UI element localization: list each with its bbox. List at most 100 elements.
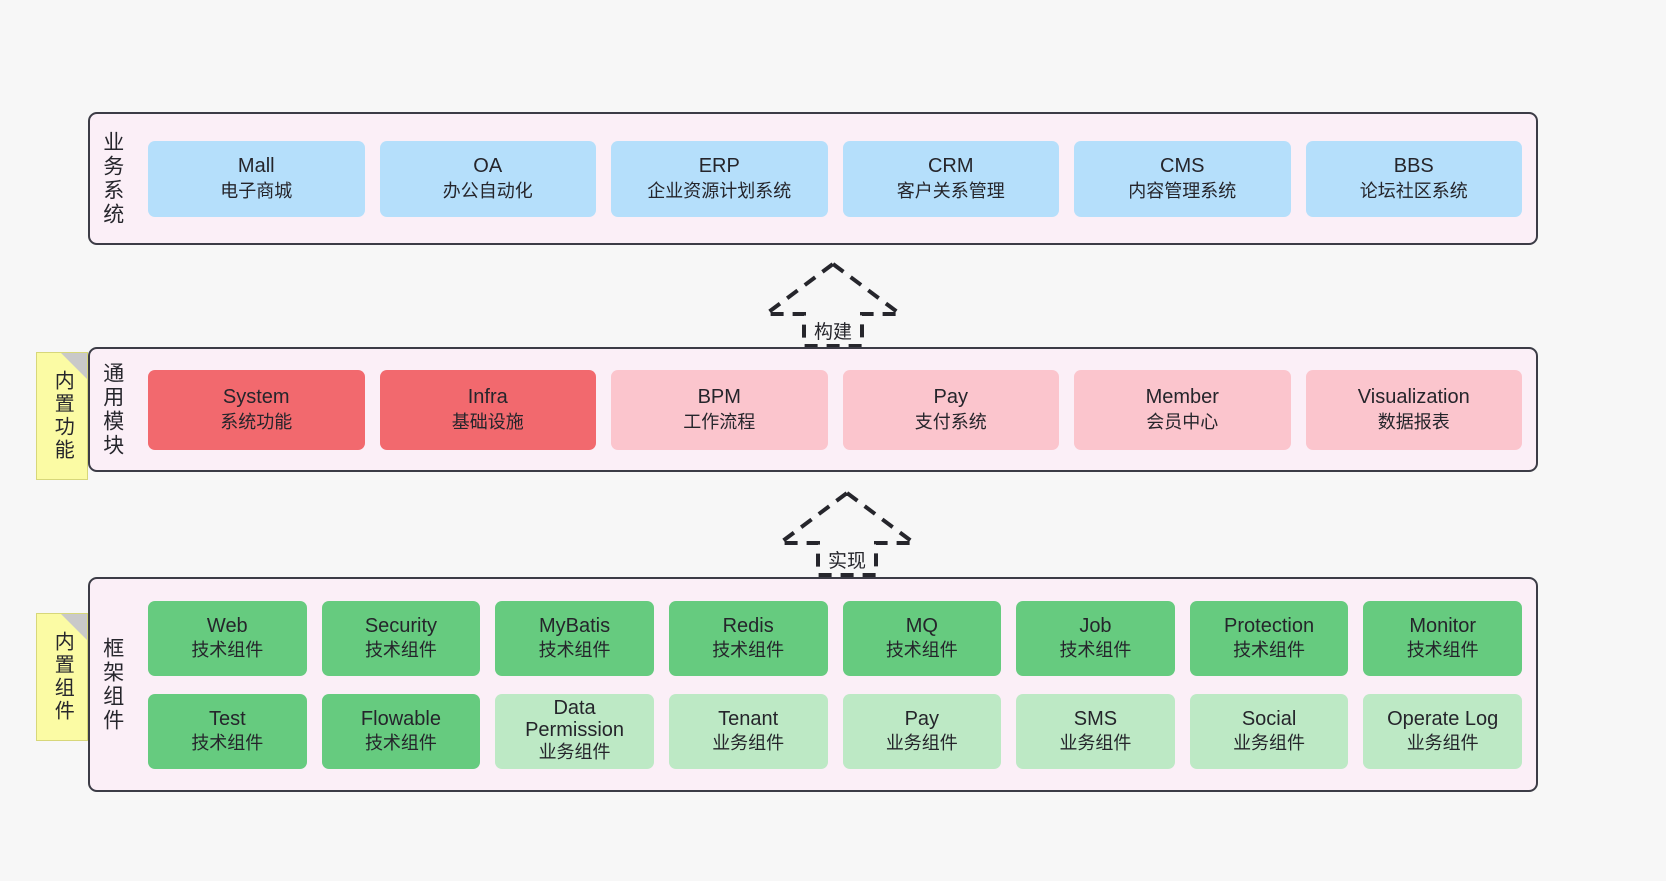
business-card-bbs-desc: 论坛社区系统 <box>1359 180 1468 201</box>
component-card-social[interactable]: Social 业务组件 <box>1189 693 1349 769</box>
framework-row-2: Test 技术组件 Flowable 技术组件 Data Permission … <box>148 693 1522 769</box>
component-card-security-name: Security <box>364 614 438 637</box>
business-card-erp-name: ERP <box>698 155 740 178</box>
component-card-web-desc: 技术组件 <box>191 640 264 661</box>
component-card-protection-desc: 技术组件 <box>1233 640 1306 661</box>
component-card-security-desc: 技术组件 <box>364 640 437 661</box>
business-card-cms-name: CMS <box>1160 155 1205 178</box>
component-card-tenant-desc: 业务组件 <box>712 733 785 754</box>
layer-business-system: 业务系统 Mall 电子商城 OA 办公自动化 ERP 企业资源计划系统 CRM… <box>88 112 1538 245</box>
note-builtin-function-label: 内置功能 <box>51 370 74 462</box>
module-card-bpm-desc: 工作流程 <box>683 411 756 432</box>
component-card-pay[interactable]: Pay 业务组件 <box>842 693 1002 769</box>
component-card-operate-log[interactable]: Operate Log 业务组件 <box>1363 693 1522 769</box>
business-card-bbs[interactable]: BBS 论坛社区系统 <box>1305 140 1522 217</box>
arrow-build-shape <box>759 261 907 348</box>
component-card-web-name: Web <box>206 614 248 637</box>
business-card-crm-desc: 客户关系管理 <box>896 180 1005 201</box>
component-card-redis-name: Redis <box>722 614 774 637</box>
component-card-sms-name: SMS <box>1073 707 1118 730</box>
component-card-pay-name: Pay <box>904 707 940 730</box>
business-card-oa-desc: 办公自动化 <box>442 180 533 201</box>
layer-business-system-body: Mall 电子商城 OA 办公自动化 ERP 企业资源计划系统 CRM 客户关系… <box>134 114 1536 243</box>
component-card-mq-name: MQ <box>905 614 938 637</box>
component-card-job-desc: 技术组件 <box>1059 640 1132 661</box>
module-card-bpm[interactable]: BPM 工作流程 <box>611 369 828 450</box>
component-card-monitor-name: Monitor <box>1409 614 1477 637</box>
component-card-pay-desc: 业务组件 <box>885 733 958 754</box>
arrow-implement-label: 实现 <box>827 551 866 572</box>
module-card-infra-name: Infra <box>467 386 508 409</box>
component-card-flowable-name: Flowable <box>360 707 441 730</box>
component-card-flowable[interactable]: Flowable 技术组件 <box>321 693 481 769</box>
layer-framework-component: 框架组件 Web 技术组件 Security 技术组件 MyBatis 技术组件… <box>88 577 1538 792</box>
business-card-crm-name: CRM <box>927 155 974 178</box>
business-card-cms[interactable]: CMS 内容管理系统 <box>1074 140 1291 217</box>
module-card-system-desc: 系统功能 <box>220 411 293 432</box>
module-card-pay[interactable]: Pay 支付系统 <box>842 369 1059 450</box>
module-card-visualization-name: Visualization <box>1357 386 1470 409</box>
component-card-test[interactable]: Test 技术组件 <box>148 693 307 769</box>
component-card-redis[interactable]: Redis 技术组件 <box>668 600 828 676</box>
component-card-data-permission-name: Data Permission <box>525 697 625 742</box>
component-card-data-permission[interactable]: Data Permission 业务组件 <box>495 693 654 769</box>
component-card-social-desc: 业务组件 <box>1233 733 1306 754</box>
business-card-erp-desc: 企业资源计划系统 <box>647 180 792 201</box>
module-card-system[interactable]: System 系统功能 <box>148 369 365 450</box>
arrow-implement-shape <box>773 490 921 577</box>
module-card-bpm-name: BPM <box>697 386 741 409</box>
business-card-oa[interactable]: OA 办公自动化 <box>379 140 596 217</box>
component-card-operate-log-desc: 业务组件 <box>1406 733 1479 754</box>
component-card-flowable-desc: 技术组件 <box>364 733 437 754</box>
component-card-job-name: Job <box>1079 614 1112 637</box>
common-module-row: System 系统功能 Infra 基础设施 BPM 工作流程 Pay 支付系统… <box>148 369 1522 450</box>
note-fold-icon <box>61 353 87 379</box>
component-card-mybatis[interactable]: MyBatis 技术组件 <box>495 600 654 676</box>
component-card-protection-name: Protection <box>1224 614 1315 637</box>
component-card-security[interactable]: Security 技术组件 <box>321 600 481 676</box>
business-card-cms-desc: 内容管理系统 <box>1128 180 1237 201</box>
component-card-data-permission-desc: 业务组件 <box>538 742 611 763</box>
business-card-bbs-name: BBS <box>1393 155 1434 178</box>
layer-common-module-title: 通用模块 <box>100 361 124 458</box>
module-card-member[interactable]: Member 会员中心 <box>1074 369 1291 450</box>
business-card-mall-name: Mall <box>237 155 275 178</box>
component-card-operate-log-name: Operate Log <box>1387 707 1499 730</box>
component-card-mq[interactable]: MQ 技术组件 <box>842 600 1002 676</box>
business-system-row: Mall 电子商城 OA 办公自动化 ERP 企业资源计划系统 CRM 客户关系… <box>148 140 1522 217</box>
business-card-mall[interactable]: Mall 电子商城 <box>148 140 365 217</box>
component-card-sms-desc: 业务组件 <box>1059 733 1132 754</box>
module-card-system-name: System <box>222 386 290 409</box>
module-card-pay-name: Pay <box>933 386 968 409</box>
component-card-tenant[interactable]: Tenant 业务组件 <box>668 693 828 769</box>
note-builtin-component-label: 内置组件 <box>51 631 74 723</box>
module-card-visualization[interactable]: Visualization 数据报表 <box>1305 369 1522 450</box>
module-card-infra-desc: 基础设施 <box>451 411 524 432</box>
business-card-oa-name: OA <box>473 155 503 178</box>
note-builtin-function: 内置功能 <box>36 352 88 480</box>
component-card-redis-desc: 技术组件 <box>712 640 785 661</box>
business-card-mall-desc: 电子商城 <box>220 180 293 201</box>
component-card-sms[interactable]: SMS 业务组件 <box>1016 693 1175 769</box>
arrow-implement: 实现 <box>772 487 922 579</box>
note-builtin-component: 内置组件 <box>36 613 88 741</box>
component-card-job[interactable]: Job 技术组件 <box>1016 600 1175 676</box>
component-card-tenant-name: Tenant <box>718 707 779 730</box>
arrow-build-label: 构建 <box>813 322 852 343</box>
module-card-infra[interactable]: Infra 基础设施 <box>379 369 596 450</box>
layer-framework-component-title: 框架组件 <box>100 636 124 733</box>
module-card-pay-desc: 支付系统 <box>914 411 987 432</box>
component-card-web[interactable]: Web 技术组件 <box>148 600 307 676</box>
business-card-crm[interactable]: CRM 客户关系管理 <box>842 140 1059 217</box>
business-card-erp[interactable]: ERP 企业资源计划系统 <box>611 140 828 217</box>
component-card-test-name: Test <box>208 707 246 730</box>
layer-framework-component-body: Web 技术组件 Security 技术组件 MyBatis 技术组件 Redi… <box>134 579 1536 790</box>
layer-business-system-title: 业务系统 <box>100 130 124 227</box>
component-card-monitor-desc: 技术组件 <box>1406 640 1479 661</box>
component-card-mybatis-name: MyBatis <box>539 614 611 637</box>
component-card-protection[interactable]: Protection 技术组件 <box>1189 600 1349 676</box>
layer-common-module: 通用模块 System 系统功能 Infra 基础设施 BPM 工作流程 Pay… <box>88 347 1538 472</box>
component-card-social-name: Social <box>1241 707 1297 730</box>
component-card-monitor[interactable]: Monitor 技术组件 <box>1363 600 1522 676</box>
